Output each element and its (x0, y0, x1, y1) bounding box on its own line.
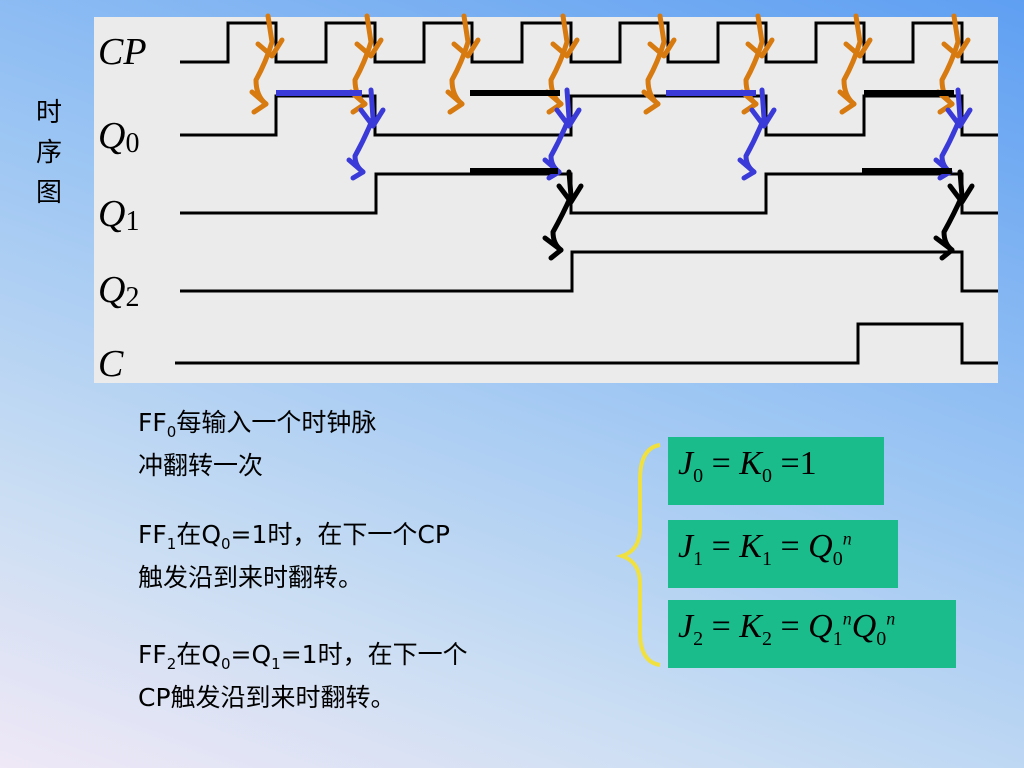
ff0-description: FF0每输入一个时钟脉 冲翻转一次 (138, 408, 377, 480)
q0-waveform (180, 94, 998, 137)
q0-arrowhead (358, 107, 386, 129)
cp-arrow (449, 13, 471, 107)
equation-j0-k0: J0 = K0 =1 (668, 437, 884, 505)
ff2-description: FF2在Q0=Q1=1时，在下一个 CP触发沿到来时翻转。 (138, 640, 468, 712)
q1-arrow (550, 169, 574, 253)
side-title-char: 序 (36, 138, 63, 168)
label-q2: Q2 (98, 269, 140, 313)
q1-arrowhead (556, 183, 584, 205)
q0-arrowhead (542, 157, 562, 181)
label-cp: CP (98, 31, 147, 73)
q0-arrowhead (554, 107, 582, 129)
cp-trigger-arrows (249, 13, 971, 115)
q1-waveform (180, 172, 998, 215)
q1-arrowhead (542, 235, 564, 261)
cp-arrowhead (647, 37, 677, 59)
q1-arrowhead (933, 235, 955, 261)
brace (615, 443, 661, 667)
q2-waveform (180, 250, 998, 293)
cp-arrow (253, 13, 275, 107)
cp-arrowhead (641, 89, 661, 115)
q0-arrowhead (945, 107, 973, 129)
side-title-char: 时 (36, 98, 63, 128)
cp-arrowhead (451, 37, 481, 59)
cp-arrowhead (354, 37, 384, 59)
cp-arrowhead (837, 89, 857, 115)
cp-arrowhead (255, 37, 285, 59)
cp-arrowhead (941, 37, 971, 59)
high-level-highlights (276, 90, 954, 174)
equation-j2-k2: J2 = K2 = Q1nQ0n (668, 600, 956, 668)
q0-trigger-arrows (346, 87, 973, 181)
cp-arrow (645, 13, 667, 107)
cp-arrowhead (550, 37, 580, 59)
cp-arrowhead (843, 37, 873, 59)
q1-arrowhead (947, 183, 975, 205)
q1-trigger-arrows (542, 169, 975, 261)
cp-arrowhead (249, 89, 269, 115)
cp-arrowhead (745, 37, 775, 59)
equation-j1-k1: J1 = K1 = Q0n (668, 520, 898, 588)
cp-arrowhead (445, 89, 465, 115)
c-waveform (175, 322, 998, 365)
label-q0: Q0 (98, 115, 140, 159)
label-c: C (98, 343, 124, 385)
q1-arrow (941, 169, 965, 253)
q0-arrowhead (749, 107, 777, 129)
ff1-description: FF1在Q0=1时，在下一个CP 触发沿到来时翻转。 (138, 520, 450, 592)
label-q1: Q1 (98, 193, 140, 237)
cp-arrow (841, 13, 863, 107)
cp-waveform (180, 21, 998, 64)
q0-arrowhead (346, 157, 366, 181)
side-title-char: 图 (36, 178, 63, 208)
q0-arrowhead (737, 157, 757, 181)
